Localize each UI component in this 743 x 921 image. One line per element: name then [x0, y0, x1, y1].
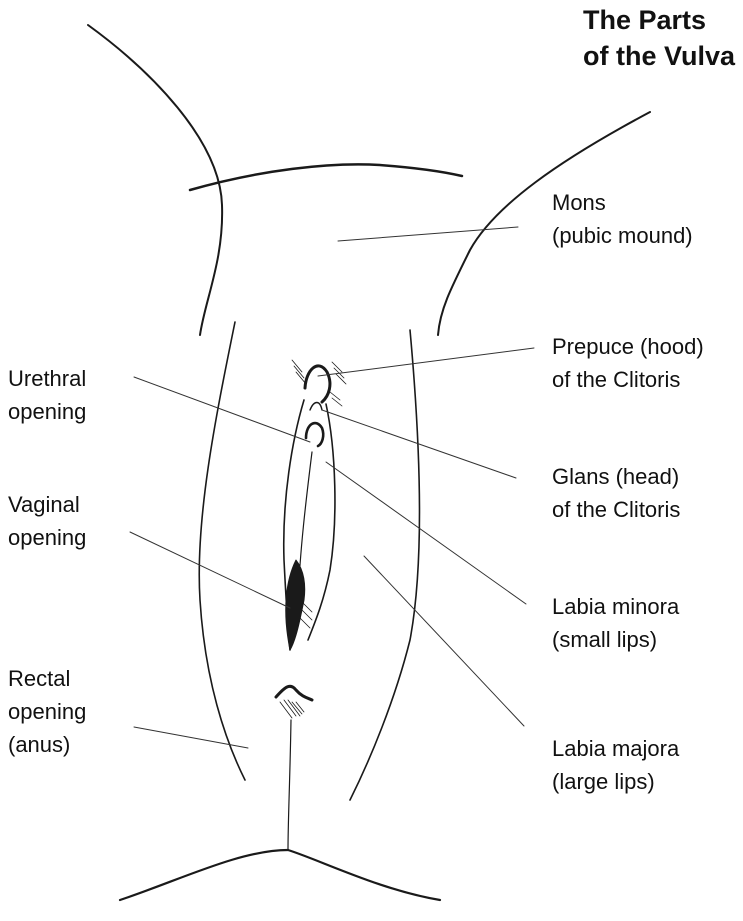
label-prepuce: Prepuce (hood) of the Clitoris [552, 330, 704, 396]
anus-shape [276, 686, 312, 700]
label-prepuce-line2: of the Clitoris [552, 363, 704, 396]
leader-prepuce [318, 348, 534, 376]
label-prepuce-line1: Prepuce (hood) [552, 330, 704, 363]
anus-hatching [280, 700, 304, 718]
leader-rectal [134, 727, 248, 748]
label-rectal-line2: opening [8, 695, 86, 728]
leader-labia-majora [364, 556, 524, 726]
left-inner-thigh-line [199, 322, 245, 780]
label-labia-minora: Labia minora (small lips) [552, 590, 679, 656]
buttocks-left [120, 850, 288, 900]
label-labia-minora-line1: Labia minora [552, 590, 679, 623]
label-vaginal-line2: opening [8, 521, 86, 554]
label-mons-line1: Mons [552, 186, 693, 219]
leader-vaginal [130, 532, 290, 608]
label-urethral-line2: opening [8, 395, 86, 428]
buttocks-right [288, 850, 440, 900]
left-thigh-outline [88, 25, 222, 335]
label-rectal-line1: Rectal [8, 662, 86, 695]
diagram-title: The Parts of the Vulva [583, 2, 735, 74]
label-labia-majora-line2: (large lips) [552, 765, 679, 798]
label-vaginal-line1: Vaginal [8, 488, 86, 521]
label-mons: Mons (pubic mound) [552, 186, 693, 252]
label-labia-majora-line1: Labia majora [552, 732, 679, 765]
perineal-line [288, 720, 291, 850]
label-glans-line2: of the Clitoris [552, 493, 680, 526]
glans-shape [306, 423, 323, 446]
abdomen-crease [190, 164, 462, 190]
leader-labia-minora [326, 462, 526, 604]
vaginal-opening [286, 560, 305, 650]
label-glans: Glans (head) of the Clitoris [552, 460, 680, 526]
title-line-2: of the Vulva [583, 41, 735, 71]
right-inner-thigh-line [350, 330, 419, 800]
label-rectal: Rectal opening (anus) [8, 662, 86, 761]
prepuce-shape [305, 366, 330, 402]
label-labia-majora: Labia majora (large lips) [552, 732, 679, 798]
label-urethral: Urethral opening [8, 362, 86, 428]
leader-lines [130, 227, 534, 748]
glans-inner [310, 403, 322, 411]
title-line-1: The Parts [583, 5, 706, 35]
label-glans-line1: Glans (head) [552, 460, 680, 493]
label-mons-line2: (pubic mound) [552, 219, 693, 252]
label-urethral-line1: Urethral [8, 362, 86, 395]
label-rectal-line3: (anus) [8, 728, 86, 761]
label-vaginal: Vaginal opening [8, 488, 86, 554]
leader-mons [338, 227, 518, 241]
label-labia-minora-line2: (small lips) [552, 623, 679, 656]
